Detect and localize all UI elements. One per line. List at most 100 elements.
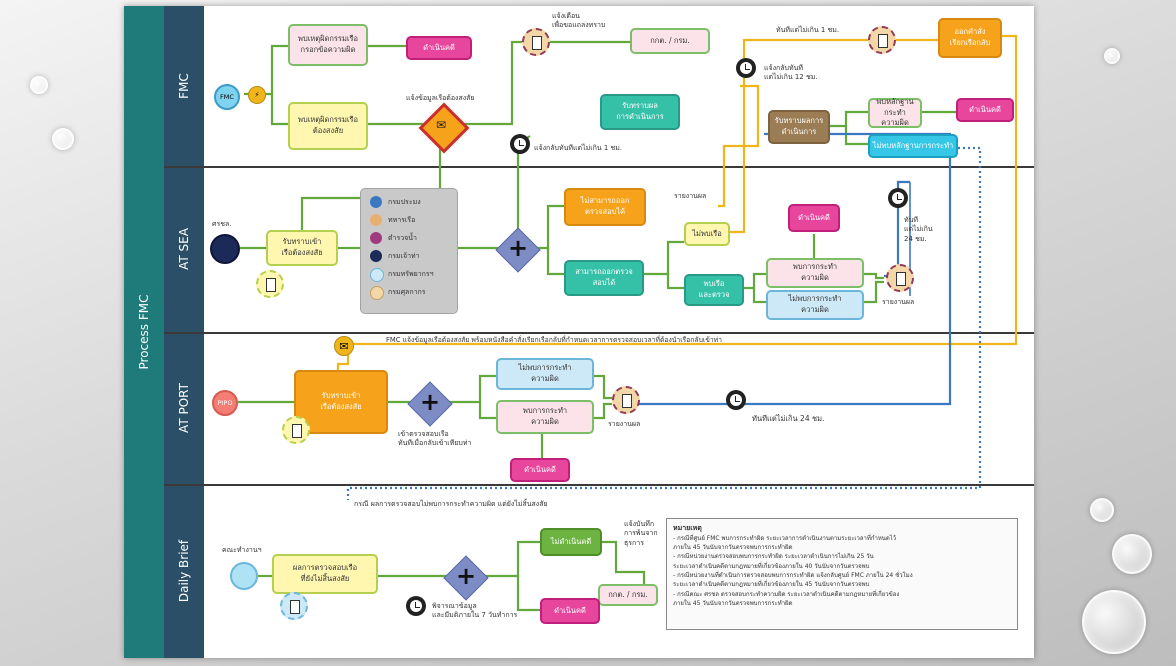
task-label: พบการกระทำ ความผิด xyxy=(792,262,838,282)
task-review-unresolved: ผลการตรวจสอบเรือ ที่ยังไม่สิ้นสงสัย xyxy=(272,554,378,594)
port-note: FMC แจ้งข้อมูลเรือต้องสงสัย พร้อมหนังสือ… xyxy=(386,336,722,344)
note-line: ระยะเวลาดำเนินคดีตามกฎหมายที่เกี่ยวข้องภ… xyxy=(673,581,870,589)
task-label: รับทราบผลการ ดำเนินการ xyxy=(774,116,824,136)
task-label: ไม่พบหลักฐานการกระทำ xyxy=(872,140,954,150)
action-prosecute-sea: ดำเนินคดี xyxy=(788,204,840,232)
task-no-offence-port: ไม่พบการกระทำ ความผิด xyxy=(496,358,594,390)
task-label: กกต. / กรม. xyxy=(608,589,648,599)
timing-24h-label: ทันที แต่ไม่เกิน 24 ชม. xyxy=(904,216,933,243)
task-label: ดำเนินคดี xyxy=(969,104,1001,114)
task-label: สามารถออกตรวจ สอบได้ xyxy=(575,267,633,287)
task-no-offence-sea: ไม่พบการกระทำ ความผิด xyxy=(766,290,864,320)
task-can-inspect: สามารถออกตรวจ สอบได้ xyxy=(564,260,644,296)
task-cannot-inspect: ไม่สามารถออก ตรวจสอบได้ xyxy=(564,188,646,226)
task-label: พบเหตุผิดกรรมเรือ ต้องสงสัย xyxy=(298,115,358,135)
consider-label: พิจารณาข้อมูล และมีมติภายใน 7 วันทำการ xyxy=(432,602,518,620)
legend-item: กรมประมง xyxy=(388,198,421,206)
inspect-label: เข้าตรวจสอบเรือ ทันทีเมื่อกลับเข้าเทียบท… xyxy=(398,430,472,448)
note-line: - กรณีที่ศูนย์ FMC พบการกระทำผิด ระยะเวล… xyxy=(673,534,897,542)
task-label: ไม่ดำเนินคดี xyxy=(550,536,592,546)
bubble-decoration xyxy=(30,76,48,94)
report-12h-label: แจ้งกลับทันที แต่ไม่เกิน 12 ชม. xyxy=(764,64,818,82)
plus-icon: + xyxy=(508,234,529,262)
note-line: - กรณีหน่วยงานตรวจสอบพบการกระทำผิด ระยะเ… xyxy=(673,553,874,561)
legend-item: กรมศุลกากร xyxy=(388,288,426,296)
document-icon xyxy=(522,28,550,56)
note-line: ระยะเวลาดำเนินคดีตามกฎหมายที่เกี่ยวข้องภ… xyxy=(673,562,870,570)
notes-box: หมายเหตุ - กรณีที่ศูนย์ FMC พบการกระทำผิ… xyxy=(666,518,1018,630)
legend-dot-marine-police xyxy=(370,232,382,244)
task-no-offence-fmc: ไม่พบหลักฐานการกระทำ xyxy=(868,134,958,158)
envelope-icon: ✉ xyxy=(435,118,447,132)
bubble-decoration xyxy=(52,128,74,150)
document-icon xyxy=(282,416,310,444)
task-found-offence-top: พบเหตุผิดกรรมเรือ กรอกข้อความผิด xyxy=(288,24,368,66)
task-label: ไม่พบการกระทำ ความผิด xyxy=(788,294,842,314)
start-event-label: ศรชล. xyxy=(212,220,232,228)
document-icon xyxy=(256,270,284,298)
task-receive-vessel-port: รับทราบเข้า เรือต้องสงสัย xyxy=(294,370,388,434)
signal-icon: ⚡ xyxy=(248,86,266,104)
timing-24h-label: ทันทีแต่ไม่เกิน 24 ชม. xyxy=(752,414,825,423)
task-label: ออกคำสั่ง เรียกเรือกลับ xyxy=(949,27,991,47)
task-label: รับทราบผล การดำเนินการ xyxy=(616,101,664,121)
start-event-label: PIPO xyxy=(217,399,233,407)
report-1h-label: แจ้งกลับทันทีแต่ไม่เกิน 1 ชม. xyxy=(534,144,623,152)
task-suspicious-vessel: พบเหตุผิดกรรมเรือ ต้องสงสัย xyxy=(288,102,368,150)
lane-divider xyxy=(164,484,1034,486)
task-no-prosecution: ไม่ดำเนินคดี xyxy=(540,528,602,556)
dept-top: กกต. / กรม. xyxy=(630,28,710,54)
task-label: ดำเนินคดี xyxy=(524,464,556,474)
start-event-pipo: PIPO xyxy=(212,390,238,416)
start-event-label: คณะทำงานฯ xyxy=(222,546,262,554)
task-receive-vessel: รับทราบเข้า เรือต้องสงสัย xyxy=(266,230,338,266)
task-label: พบเหตุผิดกรรมเรือ กรอกข้อความผิด xyxy=(298,34,358,54)
task-order-recall: ออกคำสั่ง เรียกเรือกลับ xyxy=(938,18,1002,58)
start-event-committee xyxy=(230,562,258,590)
legend-dot-customs xyxy=(370,286,384,300)
task-label: ดำเนินคดี xyxy=(554,605,586,615)
case-note: กรณี ผลการตรวจสอบไม่พบการกระทำความผิด แต… xyxy=(354,500,548,508)
plus-icon: + xyxy=(420,388,441,416)
task-found-ship: พบเรือ และตรวจ xyxy=(684,274,744,306)
document-icon xyxy=(280,592,308,620)
legend-dot-marine-dept xyxy=(370,250,382,262)
dept-daily: กกต. / กรม. xyxy=(598,584,658,606)
timer-icon xyxy=(888,188,908,208)
send-info-label: แจ้งข้อมูลเรือต้องสงสัย xyxy=(406,94,475,102)
report-label: รายงานผล xyxy=(882,298,915,306)
action-prosecute-fmc: ดำเนินคดี xyxy=(956,98,1014,122)
bubble-decoration xyxy=(1090,498,1114,522)
plus-icon: + xyxy=(456,562,477,590)
task-ack-operation: รับทราบผล การดำเนินการ xyxy=(600,94,680,130)
note-line: ภายใน 45 วันนับจากวันตรวจพบการกระทำผิด xyxy=(673,599,793,607)
action-prosecute-top: ดำเนินคดี xyxy=(406,36,472,60)
envelope-icon: ✉ xyxy=(334,336,354,356)
start-event-fmc: FMC xyxy=(214,84,240,110)
task-found-offence-fmc: พบหลักฐานกระทำ ความผิด xyxy=(868,97,922,128)
document-icon xyxy=(868,26,896,54)
task-found-offence-port: พบการกระทำ ความผิด xyxy=(496,400,594,434)
notify-label: แจ้งเตือน เพื่อขอแถลงทราบ xyxy=(552,12,606,30)
task-label: พบเรือ และตรวจ xyxy=(698,279,730,299)
start-event-label: FMC xyxy=(220,93,234,101)
task-label: รับทราบเข้า เรือต้องสงสัย xyxy=(320,391,362,411)
bubble-decoration xyxy=(1082,590,1146,654)
task-label: ไม่สามารถออก ตรวจสอบได้ xyxy=(580,196,630,216)
legend-dot-resources xyxy=(370,268,384,282)
legend-item: ทหารเรือ xyxy=(388,216,416,224)
timer-icon xyxy=(726,390,746,410)
task-found-offence-sea: พบการกระทำ ความผิด xyxy=(766,258,864,288)
task-label: ดำเนินคดี xyxy=(423,42,455,52)
timer-icon xyxy=(510,134,530,154)
task-no-ship: ไม่พบเรือ xyxy=(684,222,730,246)
task-label: ไม่พบการกระทำ ความผิด xyxy=(518,363,572,383)
report-back-label: รายงานผล xyxy=(674,192,707,200)
process-slide: Process FMC FMC AT SEA AT PORT Daily Bri… xyxy=(124,6,1034,658)
lane-divider xyxy=(164,166,1034,168)
bubble-decoration xyxy=(1104,48,1120,64)
task-label: รับทราบเข้า เรือต้องสงสัย xyxy=(281,237,323,257)
note-line: ภายใน 45 วันนับจากวันตรวจพบการกระทำผิด xyxy=(673,544,793,552)
note-line: - กรณีคณะ ศรชล ตรวจสอบกระทำความผิด ระยะเ… xyxy=(673,590,900,598)
start-event-at-sea xyxy=(210,234,240,264)
